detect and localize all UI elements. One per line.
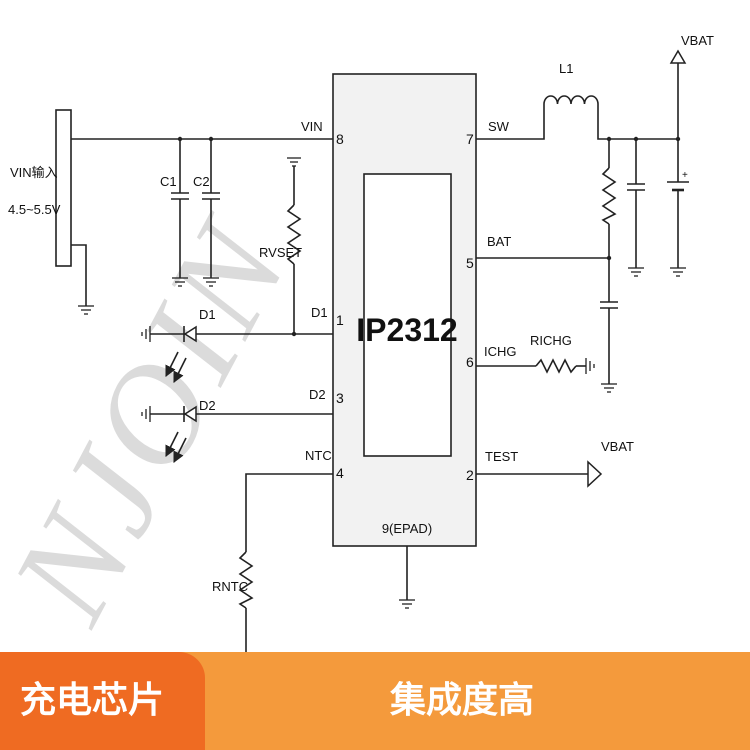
resistor-rntc: RNTC bbox=[212, 551, 254, 652]
pin-sw-num: 7 bbox=[466, 131, 474, 147]
inductor-l1: L1 bbox=[543, 61, 599, 105]
footer-left-text: 充电芯片 bbox=[20, 680, 165, 721]
capacitor-c2: C2 bbox=[193, 139, 220, 287]
pin-test-num: 2 bbox=[466, 467, 474, 483]
vbat-test-label: VBAT bbox=[601, 439, 634, 454]
input-label-line1: VIN输入 bbox=[10, 165, 58, 180]
richg-label: RICHG bbox=[530, 333, 572, 348]
pin-bat-name: BAT bbox=[487, 234, 511, 249]
ground-icon bbox=[78, 305, 94, 315]
pin-vin-num: 8 bbox=[336, 131, 344, 147]
ground-icon bbox=[585, 358, 595, 374]
pin-test-name: TEST bbox=[485, 449, 518, 464]
d2-label: D2 bbox=[199, 398, 216, 413]
pin-d2-name: D2 bbox=[309, 387, 326, 402]
ground-icon bbox=[203, 277, 219, 287]
input-connector: VIN输入 4.5~5.5V bbox=[8, 109, 94, 315]
ground-icon bbox=[628, 267, 644, 277]
pin-ichg-name: ICHG bbox=[484, 344, 517, 359]
resistor-richg: RICHG bbox=[530, 333, 595, 374]
pin-bat-num: 5 bbox=[466, 255, 474, 271]
capacitor-c1: C1 bbox=[160, 139, 189, 287]
vbat-test-arrow bbox=[587, 460, 603, 488]
ic-chip: IP2312 9(EPAD) bbox=[332, 73, 477, 609]
pin-vin-name: VIN bbox=[301, 119, 323, 134]
c1-label: C1 bbox=[160, 174, 177, 189]
c2-label: C2 bbox=[193, 174, 210, 189]
pin-d1-num: 1 bbox=[336, 312, 344, 328]
pin-ichg-num: 6 bbox=[466, 354, 474, 370]
led-d1: D1 bbox=[141, 307, 216, 384]
l1-label: L1 bbox=[559, 61, 573, 76]
watermark: NJOIN bbox=[0, 195, 320, 647]
footer-left-tab: 充电芯片 bbox=[0, 652, 205, 750]
ground-icon bbox=[172, 277, 188, 287]
footer-banner: 充电芯片 集成度高 bbox=[0, 652, 750, 750]
pin-sw-name: SW bbox=[488, 119, 510, 134]
vbat-top-label: VBAT bbox=[681, 33, 714, 48]
chip-die bbox=[363, 173, 452, 457]
footer-right-text: 集成度高 bbox=[390, 680, 535, 721]
led-d2: D2 bbox=[141, 398, 216, 464]
input-label-line2: 4.5~5.5V bbox=[8, 202, 61, 217]
battery-icon: + bbox=[667, 139, 689, 277]
svg-text:+: + bbox=[682, 170, 688, 181]
ground-icon bbox=[141, 406, 151, 422]
pin-d2-num: 3 bbox=[336, 390, 344, 406]
pin-ntc-num: 4 bbox=[336, 465, 344, 481]
chip-name: IP2312 bbox=[356, 312, 457, 348]
pin-d1-name: D1 bbox=[311, 305, 328, 320]
d1-label: D1 bbox=[199, 307, 216, 322]
chip-pad-label: 9(EPAD) bbox=[382, 521, 432, 536]
ground-icon bbox=[399, 599, 415, 609]
ground-icon bbox=[287, 157, 301, 167]
ground-icon bbox=[141, 326, 151, 342]
resistor-rvset: RVSET bbox=[259, 157, 302, 337]
pin-ntc-name: NTC bbox=[305, 448, 332, 463]
ground-icon bbox=[670, 267, 686, 277]
vbat-top-arrow bbox=[669, 49, 687, 64]
ground-icon bbox=[601, 383, 617, 393]
